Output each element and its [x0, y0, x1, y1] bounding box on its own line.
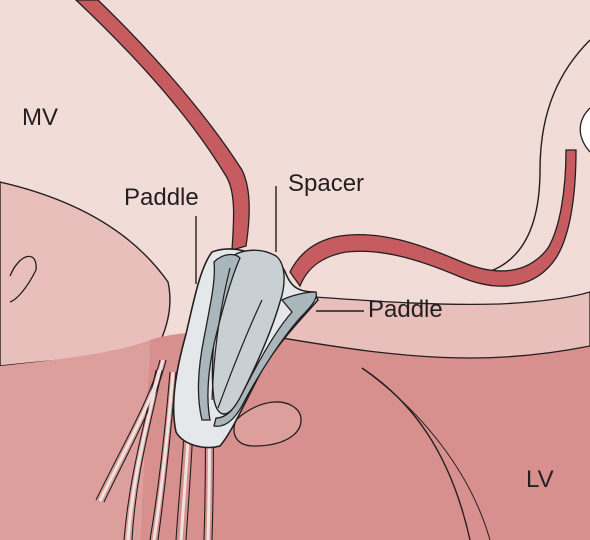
label-paddle-right: Paddle: [368, 298, 443, 322]
label-paddle-left: Paddle: [124, 186, 199, 210]
label-mv: MV: [22, 106, 58, 130]
label-spacer: Spacer: [288, 172, 364, 196]
label-lv: LV: [526, 468, 554, 492]
